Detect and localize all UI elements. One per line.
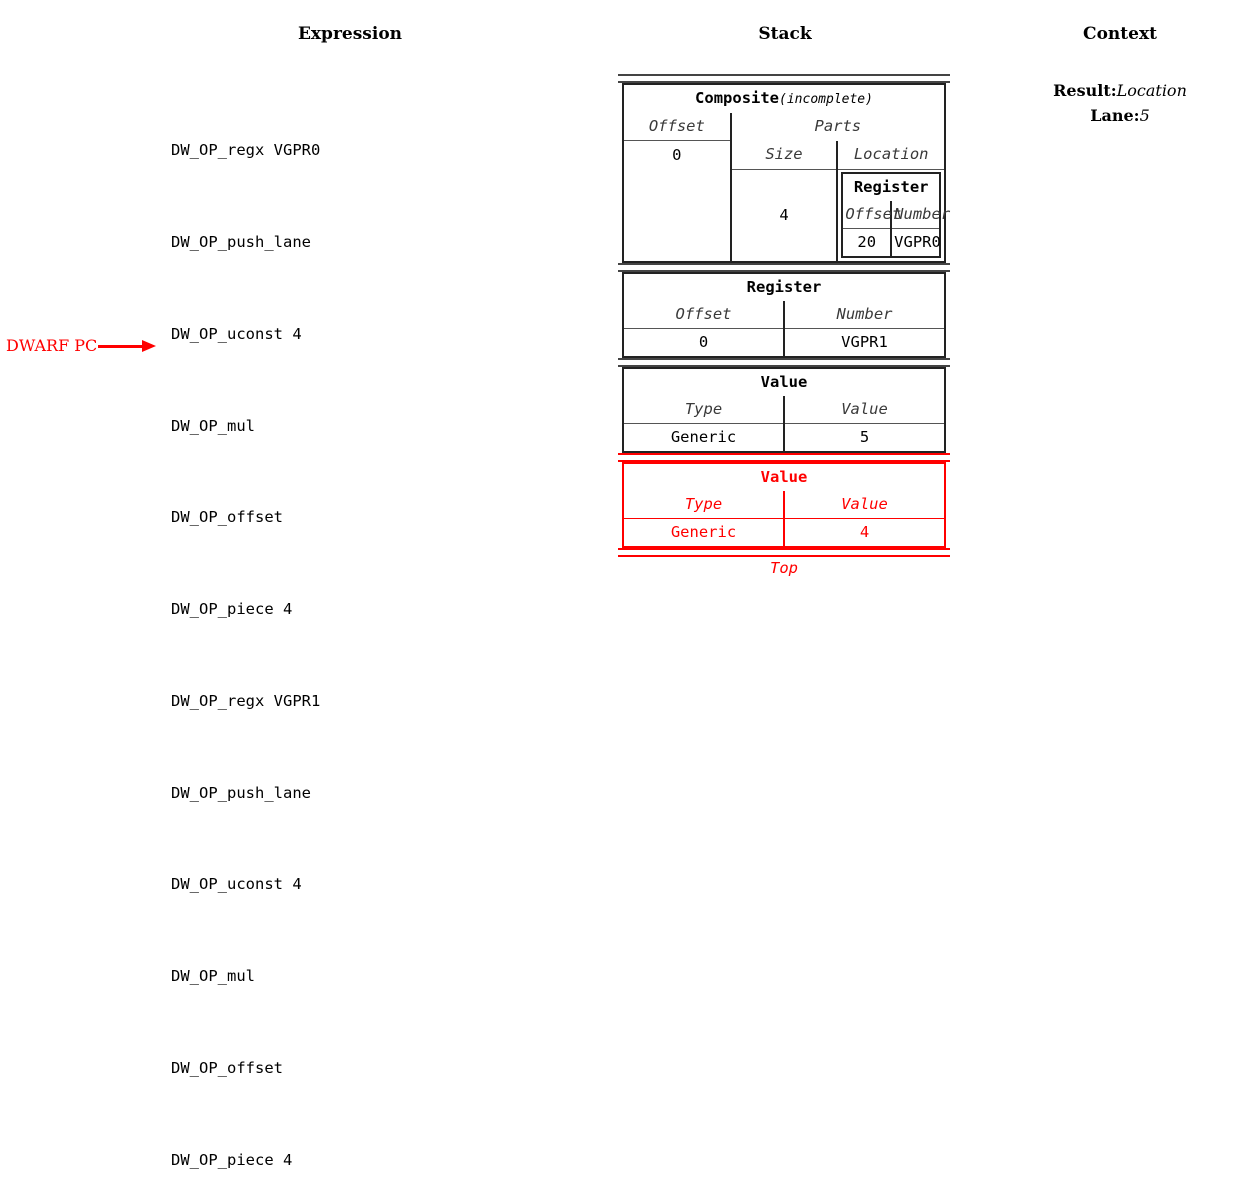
expression-line: DW_OP_uconst 4 [171, 875, 302, 894]
composite-offset-header: Offset [624, 113, 732, 141]
value-type-header: Type [624, 490, 785, 519]
dwarf-pc-label: DWARF PC [6, 336, 98, 355]
expression-line: DW_OP_uconst 4 [171, 324, 302, 343]
register-frame: Register Offset Number 0 VGPR1 [622, 271, 946, 358]
nested-register-offset-value: 20 [843, 228, 893, 256]
context-block: Result:Location Lane:5 [1020, 78, 1220, 128]
nested-register-frame: Register Offset Number 20 VGPR0 [841, 171, 950, 258]
nested-register-number-value: VGPR0 [894, 232, 941, 251]
value-frame: Value Type Value Generic 5 [622, 366, 946, 453]
stack-separator [618, 262, 950, 272]
stack-entry-value-top: Value Type Value Generic 4 [618, 461, 950, 548]
value-title: Value [760, 372, 808, 391]
nested-register-number-header: Number [891, 200, 950, 229]
expression-line: DW_OP_mul [171, 416, 255, 435]
stack-column: Composite(incomplete) Offset Parts 0 Siz… [618, 74, 950, 578]
nested-register-title: Register [853, 177, 929, 196]
register-offset-header: Offset [624, 300, 785, 329]
expression-line: DW_OP_push_lane [171, 232, 311, 251]
value-value-header: Value [784, 490, 944, 519]
context-lane-key: Lane: [1090, 106, 1140, 125]
part-size-value: 4 [730, 169, 839, 261]
stack-separator-top [618, 452, 950, 462]
composite-offset-value: 0 [624, 140, 732, 169]
nested-register-offset-header: Offset [843, 200, 901, 229]
expression-line: DW_OP_push_lane [171, 783, 311, 802]
context-result-value: Location [1116, 81, 1187, 100]
value-type-header: Type [624, 395, 785, 424]
value-title: Value [760, 467, 808, 486]
part-size-header: Size [730, 140, 839, 170]
part-location-header: Location [837, 140, 944, 170]
register-title: Register [746, 277, 822, 296]
expression-line: DW_OP_piece 4 [171, 600, 293, 619]
register-number-header: Number [784, 300, 944, 329]
page-title-stack: Stack [758, 24, 812, 44]
expression-line: DW_OP_regx VGPR0 [171, 141, 321, 160]
register-offset-value: 0 [624, 328, 785, 356]
composite-parts-header: Parts [814, 117, 862, 136]
dwarf-pc-marker: DWARF PC [6, 334, 160, 358]
stack-separator [618, 357, 950, 367]
composite-title: Composite(incomplete) [624, 85, 944, 113]
context-lane-row: Lane:5 [1020, 103, 1220, 128]
arrow-right-icon [98, 340, 160, 352]
stack-separator [618, 74, 950, 83]
value-frame-highlighted: Value Type Value Generic 4 [622, 461, 946, 548]
stack-entry-composite: Composite(incomplete) Offset Parts 0 Siz… [618, 83, 950, 263]
stack-top-label: Top [770, 558, 798, 577]
value-value-value: 4 [859, 522, 870, 541]
context-result-key: Result: [1053, 81, 1117, 100]
page-title-expression: Expression [297, 24, 403, 44]
context-lane-value: 5 [1139, 106, 1150, 125]
register-number-value: VGPR1 [841, 332, 888, 351]
value-type-value: Generic [624, 518, 785, 546]
expression-line: DW_OP_piece 4 [171, 1150, 293, 1169]
expression-list: DW_OP_regx VGPR0 DW_OP_push_lane DW_OP_u… [171, 74, 320, 1186]
expression-line: DW_OP_offset [171, 508, 283, 527]
expression-line: DW_OP_mul [171, 967, 255, 986]
value-value-header: Value [784, 395, 944, 424]
context-result-row: Result:Location [1020, 78, 1220, 103]
value-value-value: 5 [859, 427, 870, 446]
composite-title-text: Composite [695, 89, 780, 107]
stack-bottom-rule [618, 547, 950, 557]
expression-line: DW_OP_offset [171, 1059, 283, 1077]
expression-line: DW_OP_regx VGPR1 [171, 691, 321, 710]
composite-frame: Composite(incomplete) Offset Parts 0 Siz… [622, 83, 950, 263]
stack-entry-value: Value Type Value Generic 5 [618, 366, 950, 453]
composite-incomplete-tag: (incomplete) [779, 92, 873, 107]
value-type-value: Generic [624, 423, 785, 451]
stack-entry-register: Register Offset Number 0 VGPR1 [618, 271, 950, 358]
page-title-context: Context [1083, 24, 1157, 44]
